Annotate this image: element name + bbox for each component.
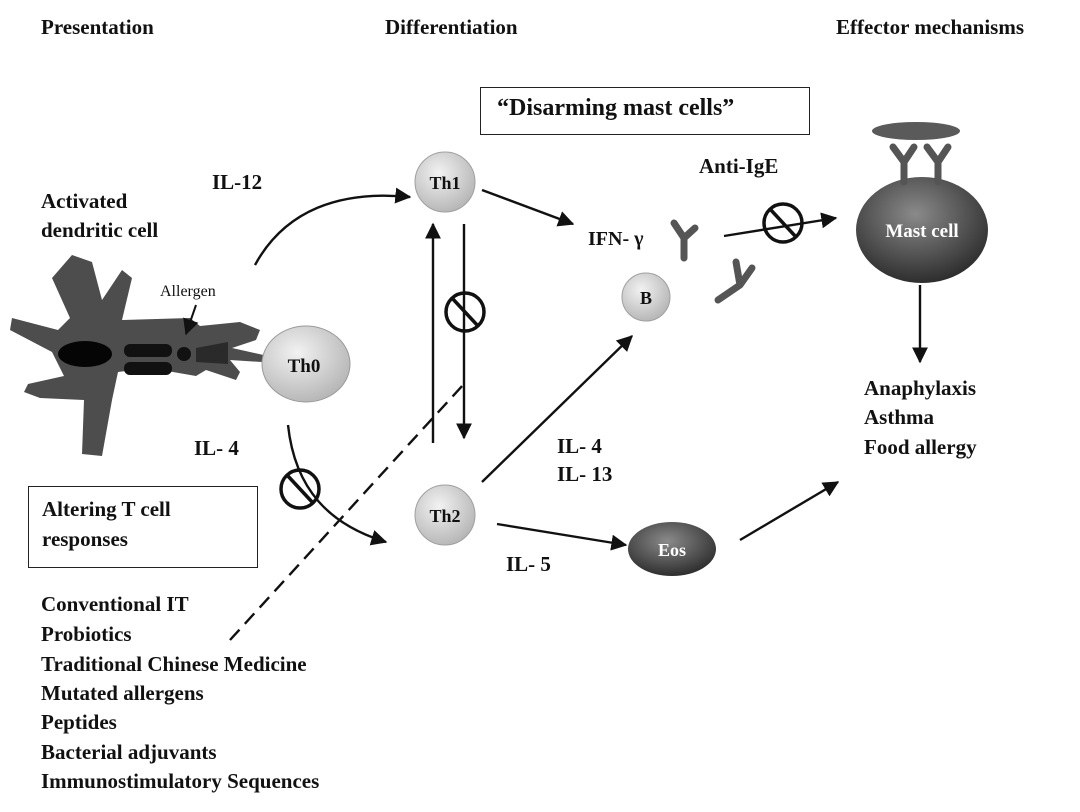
- disarming-label: “Disarming mast cells”: [497, 95, 735, 121]
- ifn-gamma-label: IFN- γ: [588, 228, 644, 250]
- therapy-item: Conventional IT: [41, 592, 189, 616]
- dendritic-cell-shape: [10, 255, 268, 456]
- ige-receptor-antibodies: [889, 143, 952, 186]
- arrow-th2-to-eos: [496, 522, 628, 551]
- th1-label: Th1: [429, 173, 460, 193]
- mast-cell-label: Mast cell: [885, 221, 958, 242]
- disarming-mast-cells-box: “Disarming mast cells”: [480, 87, 810, 135]
- il13-label: IL- 13: [557, 462, 613, 486]
- anti-ige-label: Anti-IgE: [699, 154, 779, 178]
- th2-cell: [414, 484, 476, 546]
- therapy-item: Traditional Chinese Medicine: [41, 652, 307, 676]
- outcome-anaphylaxis: Anaphylaxis: [864, 376, 977, 400]
- therapy-item: Bacterial adjuvants: [41, 740, 217, 764]
- therapy-item: Peptides: [41, 710, 117, 734]
- arrow-il4-to-th2: [286, 424, 388, 546]
- il4-left-label: IL- 4: [194, 436, 239, 460]
- altering-line2: responses: [42, 527, 128, 551]
- therapy-item: Probiotics: [41, 622, 132, 646]
- block-icon: [762, 202, 804, 244]
- th2-label: Th2: [429, 506, 460, 526]
- arrow-antiige-to-mast: [723, 212, 838, 238]
- allergen-disc: [872, 122, 960, 140]
- block-icon: [279, 468, 321, 510]
- arrow-il12-to-th1: [253, 187, 412, 266]
- arrow-th2-to-b: [481, 335, 633, 483]
- il4-right-label: IL- 4: [557, 434, 602, 458]
- dendritic-label-line2: dendritic cell: [41, 218, 159, 242]
- outcome-asthma: Asthma: [864, 405, 935, 429]
- heading-differentiation: Differentiation: [385, 15, 518, 39]
- altering-line1: Altering T cell: [42, 497, 171, 521]
- antibody-icon: [714, 258, 756, 304]
- mast-cell: [856, 177, 988, 283]
- b-cell: [621, 272, 671, 322]
- therapy-item: Mutated allergens: [41, 681, 204, 705]
- eos-label: Eos: [658, 540, 686, 560]
- th1-cell: [414, 151, 476, 213]
- arrow-eos-to-outcomes: [739, 480, 840, 542]
- b-label: B: [640, 288, 652, 308]
- arrow-th1-to-ifn: [481, 188, 575, 227]
- il5-label: IL- 5: [506, 552, 551, 576]
- th0-cell: [261, 325, 351, 403]
- block-icon: [444, 291, 486, 333]
- altering-t-cell-box: Altering T cell responses: [28, 486, 258, 568]
- therapy-dashed-line: [229, 384, 464, 641]
- dendritic-label-line1: Activated: [41, 189, 128, 213]
- heading-effector: Effector mechanisms: [836, 15, 1024, 39]
- th0-label: Th0: [288, 356, 321, 377]
- allergen-label: Allergen: [160, 283, 216, 300]
- il12-label: IL-12: [212, 170, 263, 194]
- antibody-icon: [670, 219, 699, 262]
- eos-cell: [628, 522, 716, 576]
- allergen-pointer: [183, 304, 199, 336]
- outcome-food-allergy: Food allergy: [864, 435, 977, 459]
- therapy-item: Immunostimulatory Sequences: [41, 769, 320, 793]
- heading-presentation: Presentation: [41, 15, 154, 39]
